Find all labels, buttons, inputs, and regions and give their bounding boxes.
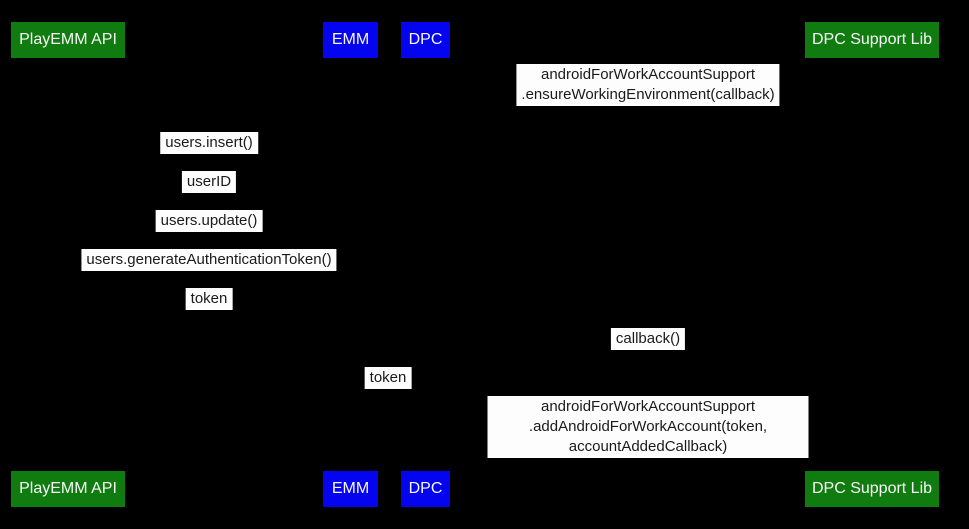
actor-dpc-bottom: DPC — [401, 471, 450, 507]
actor-emm-bottom: EMM — [323, 471, 378, 507]
message-users-update: users.update() — [155, 210, 263, 232]
message-add-android-for-work-account: androidForWorkAccountSupport .addAndroid… — [487, 396, 809, 458]
message-generate-authentication-token: users.generateAuthenticationToken() — [81, 249, 337, 271]
actor-dpc-top: DPC — [401, 22, 450, 58]
message-users-insert: users.insert() — [160, 132, 258, 154]
message-token-to-dpc: token — [364, 367, 412, 389]
message-token-to-emm: token — [185, 288, 233, 310]
message-callback: callback() — [610, 328, 686, 350]
actor-playemm-api-bottom: PlayEMM API — [11, 471, 125, 507]
actor-emm-top: EMM — [323, 22, 378, 58]
actor-dpc-support-lib-top: DPC Support Lib — [805, 22, 939, 58]
message-user-id: userID — [181, 171, 237, 193]
actor-dpc-support-lib-bottom: DPC Support Lib — [805, 471, 939, 507]
actor-playemm-api-top: PlayEMM API — [11, 22, 125, 58]
message-ensure-working-environment: androidForWorkAccountSupport .ensureWork… — [516, 64, 780, 106]
